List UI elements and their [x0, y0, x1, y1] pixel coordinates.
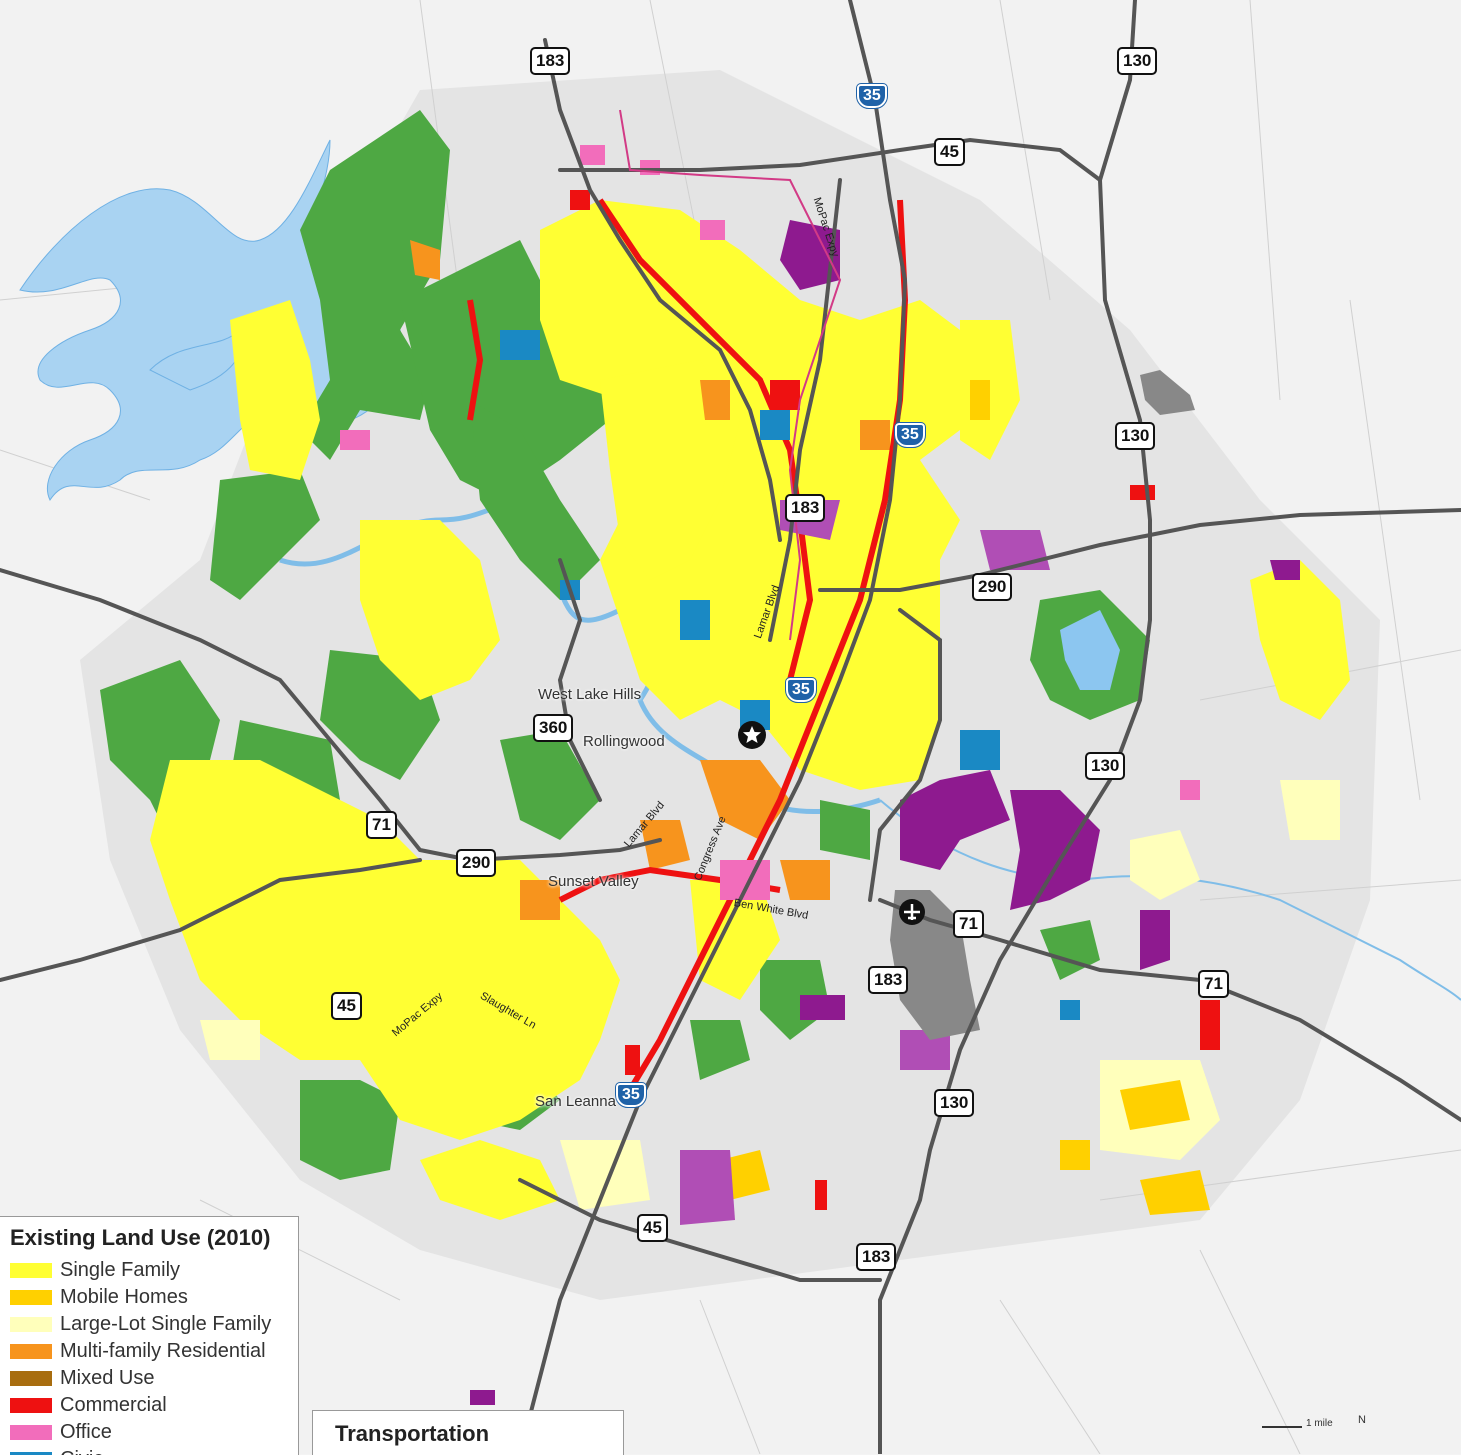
airport-icon	[899, 899, 925, 925]
us183-north-shield: 183	[530, 47, 571, 75]
legend-label: Mobile Homes	[60, 1286, 188, 1308]
scale-label: 1 mile	[1306, 1418, 1333, 1429]
sh71-west-shield: 71	[366, 811, 397, 839]
legend-label: Commercial	[60, 1394, 167, 1416]
legend-swatch	[10, 1263, 52, 1278]
i35-north-shield: 35	[856, 83, 888, 109]
legend-label: Large-Lot Single Family	[60, 1313, 272, 1335]
us183-mid-shield: 183	[785, 494, 826, 522]
sh45-southwest-shield: 45	[331, 992, 362, 1020]
sh45-south-shield: 45	[637, 1214, 668, 1242]
legend-label: Mixed Use	[60, 1367, 155, 1389]
sh71-east-shield: 71	[1198, 970, 1229, 998]
place-rollingwood: Rollingwood	[583, 733, 665, 750]
us183-south-shield: 183	[868, 966, 909, 994]
transportation-legend: Transportation	[312, 1410, 624, 1455]
us290-west-shield: 290	[456, 849, 497, 877]
legend-label: Office	[60, 1421, 112, 1443]
legend-swatch	[10, 1290, 52, 1305]
sh130-mid-shield: 130	[1115, 422, 1156, 450]
office	[340, 145, 1200, 900]
sh130-south-shield: 130	[934, 1089, 975, 1117]
purple-light	[680, 500, 1050, 1225]
downtown-star-marker	[738, 721, 766, 749]
walter-long-lake	[1060, 610, 1120, 690]
legend-item: Multi-family Residential	[0, 1338, 298, 1365]
i35-mid-shield: 35	[894, 422, 926, 448]
place-sunset-valley: Sunset Valley	[548, 873, 639, 890]
legend-swatch	[10, 1371, 52, 1386]
sh130-north-shield: 130	[1117, 47, 1158, 75]
legend-label: Civic	[60, 1448, 103, 1455]
scale-bar	[1262, 1426, 1302, 1428]
i35-south-shield: 35	[615, 1082, 647, 1108]
industrial-purple	[470, 220, 1300, 1405]
legend-item: Mixed Use	[0, 1365, 298, 1392]
sh45-north-shield: 45	[934, 138, 965, 166]
legend-swatch	[10, 1344, 52, 1359]
legend-swatch	[10, 1317, 52, 1332]
transportation-title: Transportation	[335, 1421, 490, 1446]
legend-item: Office	[0, 1419, 298, 1446]
commercial-blocks	[570, 190, 1220, 1210]
legend-label: Multi-family Residential	[60, 1340, 266, 1362]
place-west-lake-hills: West Lake Hills	[538, 686, 642, 703]
gray-area-north	[1140, 370, 1195, 415]
loop360-shield: 360	[533, 714, 574, 742]
legend-title: Existing Land Use (2010)	[10, 1225, 271, 1250]
legend-item: Commercial	[0, 1392, 298, 1419]
legend-item: Mobile Homes	[0, 1284, 298, 1311]
us290-east-shield: 290	[972, 573, 1013, 601]
legend-swatch	[10, 1425, 52, 1440]
sh71-airport-shield: 71	[953, 910, 984, 938]
sh130-east-shield: 130	[1085, 752, 1126, 780]
legend-label: Single Family	[60, 1259, 181, 1281]
i35-downtown-shield: 35	[785, 677, 817, 703]
us183-far-south-shield: 183	[856, 1243, 897, 1271]
place-san-leanna: San Leanna	[535, 1093, 616, 1110]
civic	[500, 330, 1080, 1020]
legend-item: Single Family	[0, 1257, 298, 1284]
river-east	[879, 799, 1461, 1001]
legend-item: Large-Lot Single Family	[0, 1311, 298, 1338]
single-family	[150, 200, 1350, 1220]
legend-swatch	[10, 1398, 52, 1413]
north-arrow: N	[1358, 1414, 1366, 1426]
